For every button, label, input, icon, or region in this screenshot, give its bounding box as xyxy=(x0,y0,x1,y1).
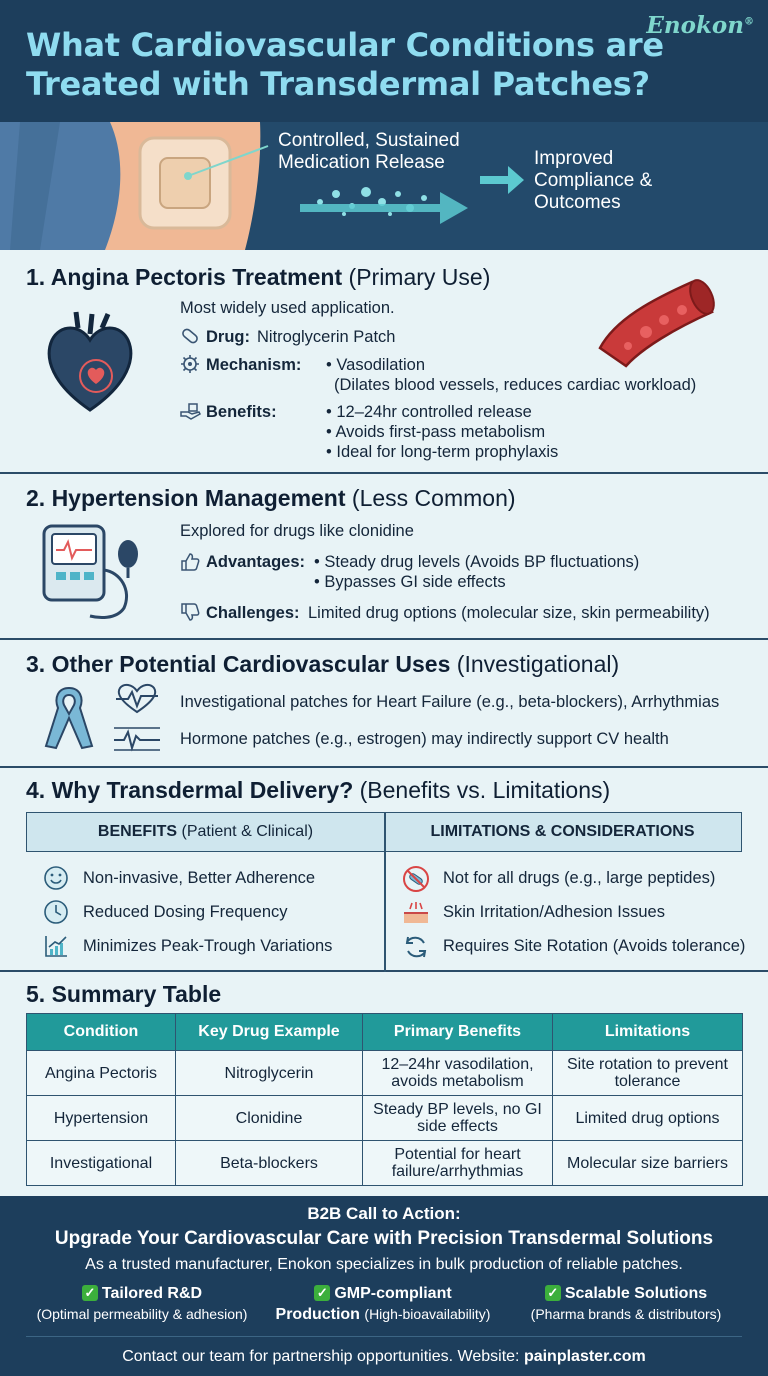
advantages-label: Advantages: xyxy=(206,553,306,571)
thumbs-down-icon xyxy=(181,603,200,621)
benefits-label: Benefits: xyxy=(206,403,277,421)
section-5-title: 5. Summary Table xyxy=(26,981,222,1007)
mechanism-item-1: • Vasodilation xyxy=(326,356,426,374)
limitation-row-3: Requires Site Rotation (Avoids tolerance… xyxy=(443,937,746,955)
table-cell: Nitroglycerin xyxy=(175,1050,363,1096)
benefit-row-3: Minimizes Peak-Trough Variations xyxy=(83,937,333,955)
limitation-row-1: Not for all drugs (e.g., large peptides) xyxy=(443,869,716,887)
table-cell: Molecular size barriers xyxy=(552,1140,743,1186)
benefit-item-1: • 12–24hr controlled release xyxy=(326,403,532,421)
section-angina xyxy=(0,250,768,474)
table-header-row: Condition Key Drug Example Primary Benef… xyxy=(26,1013,743,1051)
outcome-caption: Improved Compliance & Outcomes xyxy=(534,148,653,213)
cta-divider xyxy=(26,1336,742,1337)
cta-description: As a trusted manufacturer, Enokon specia… xyxy=(85,1256,683,1273)
patch-arm-illustration xyxy=(0,122,524,250)
table-cell: Clonidine xyxy=(175,1095,363,1141)
challenges-value: Limited drug options (molecular size, sk… xyxy=(308,604,710,622)
drug-value: Nitroglycerin Patch xyxy=(257,328,396,346)
table-cell: Hypertension xyxy=(26,1095,176,1141)
blood-vessel-icon xyxy=(598,279,715,368)
column-header: Key Drug Example xyxy=(175,1013,363,1051)
table-cell: Site rotation to prevent tolerance xyxy=(552,1050,743,1096)
gear-icon xyxy=(181,355,199,373)
skin-irritation-icon xyxy=(404,902,428,923)
section-1-title: 1. Angina Pectoris Treatment (Primary Us… xyxy=(26,264,491,290)
table-cell: Potential for heart failure/arrhythmias xyxy=(362,1140,553,1186)
benefit-item-2: • Avoids first-pass metabolism xyxy=(326,423,546,441)
table-row: Hypertension Clonidine Steady BP levels,… xyxy=(26,1095,743,1141)
feature-tailored-rd: ✓Tailored R&D (Optimal permeability & ad… xyxy=(36,1285,248,1322)
column-header: Primary Benefits xyxy=(362,1013,553,1051)
hero-banner: Controlled, Sustained Medication Release… xyxy=(0,122,768,250)
challenges-label: Challenges: xyxy=(206,604,300,622)
release-caption: Controlled, Sustained Medication Release xyxy=(278,130,460,173)
brand-logo: Enokon® xyxy=(646,12,754,39)
thumbs-up-icon xyxy=(181,553,200,571)
advantage-item-1: • Steady drug levels (Avoids BP fluctuat… xyxy=(314,553,640,571)
other-uses-line-1: Investigational patches for Heart Failur… xyxy=(180,693,720,711)
clock-icon xyxy=(44,900,68,924)
section-hypertension xyxy=(0,474,768,640)
benefit-row-2: Reduced Dosing Frequency xyxy=(83,903,288,921)
no-pill-icon xyxy=(403,866,429,892)
heart-icon xyxy=(47,311,133,412)
table-cell: 12–24hr vasodilation, avoids metabolism xyxy=(362,1050,553,1096)
website-link[interactable]: painplaster.com xyxy=(523,1348,646,1365)
column-header: Condition xyxy=(26,1013,176,1051)
page-header: What Cardiovascular Conditions are Treat… xyxy=(0,0,768,122)
cta-contact-line: Contact our team for partnership opportu… xyxy=(122,1348,646,1365)
chart-trend-icon xyxy=(45,936,67,957)
pill-icon xyxy=(182,328,198,344)
table-cell: Steady BP levels, no GI side effects xyxy=(362,1095,553,1141)
advantage-item-2: • Bypasses GI side effects xyxy=(314,573,506,591)
drug-label: Drug: xyxy=(206,328,250,346)
table-row: Investigational Beta-blockers Potential … xyxy=(26,1140,743,1186)
summary-table: Condition Key Drug Example Primary Benef… xyxy=(26,1013,743,1186)
section-other-uses xyxy=(0,640,768,768)
blood-pressure-monitor-icon xyxy=(42,524,138,620)
check-icon: ✓ xyxy=(544,1285,561,1301)
other-uses-line-2: Hormone patches (e.g., estrogen) may ind… xyxy=(180,730,669,748)
check-icon: ✓ xyxy=(314,1285,331,1301)
section-2-title: 2. Hypertension Management (Less Common) xyxy=(26,485,516,511)
mechanism-item-2: (Dilates blood vessels, reduces cardiac … xyxy=(334,376,697,394)
cta-label: B2B Call to Action: xyxy=(307,1204,461,1223)
hand-care-icon xyxy=(180,403,201,420)
section-1-intro: Most widely used application. xyxy=(180,299,395,317)
table-cell: Beta-blockers xyxy=(175,1140,363,1186)
feature-scalable-solutions: ✓Scalable Solutions (Pharma brands & dis… xyxy=(530,1285,722,1322)
section-3-title: 3. Other Potential Cardiovascular Uses (… xyxy=(26,651,620,677)
ecg-icon xyxy=(114,727,160,752)
limitations-header: LIMITATIONS & CONSIDERATIONS xyxy=(430,823,695,840)
call-to-action-banner: B2B Call to Action: Upgrade Your Cardiov… xyxy=(0,1196,768,1376)
mechanism-label: Mechanism: xyxy=(206,356,302,374)
smiley-icon xyxy=(44,866,68,890)
heartbeat-icon xyxy=(116,683,158,714)
table-cell: Investigational xyxy=(26,1140,176,1186)
cta-headline: Upgrade Your Cardiovascular Care with Pr… xyxy=(54,1228,714,1249)
rotation-icon xyxy=(405,936,427,958)
awareness-ribbon-icon xyxy=(44,686,94,750)
limitation-row-2: Skin Irritation/Adhesion Issues xyxy=(443,903,665,921)
benefit-item-3: • Ideal for long-term prophylaxis xyxy=(326,443,559,461)
column-divider xyxy=(384,812,386,972)
feature-gmp-production: ✓GMP-compliant Production (High-bioavail… xyxy=(275,1285,491,1323)
benefit-row-1: Non-invasive, Better Adherence xyxy=(83,869,316,887)
check-icon: ✓ xyxy=(81,1285,98,1301)
page-title: What Cardiovascular Conditions are Treat… xyxy=(26,26,664,103)
table-cell: Angina Pectoris xyxy=(26,1050,176,1096)
benefits-header: BENEFITS (Patient & Clinical) xyxy=(97,823,314,840)
table-cell: Limited drug options xyxy=(552,1095,743,1141)
section-4-title: 4. Why Transdermal Delivery? (Benefits v… xyxy=(26,777,611,803)
column-header: Limitations xyxy=(552,1013,743,1051)
table-row: Angina Pectoris Nitroglycerin 12–24hr va… xyxy=(26,1050,743,1096)
section-2-intro: Explored for drugs like clonidine xyxy=(180,522,414,540)
